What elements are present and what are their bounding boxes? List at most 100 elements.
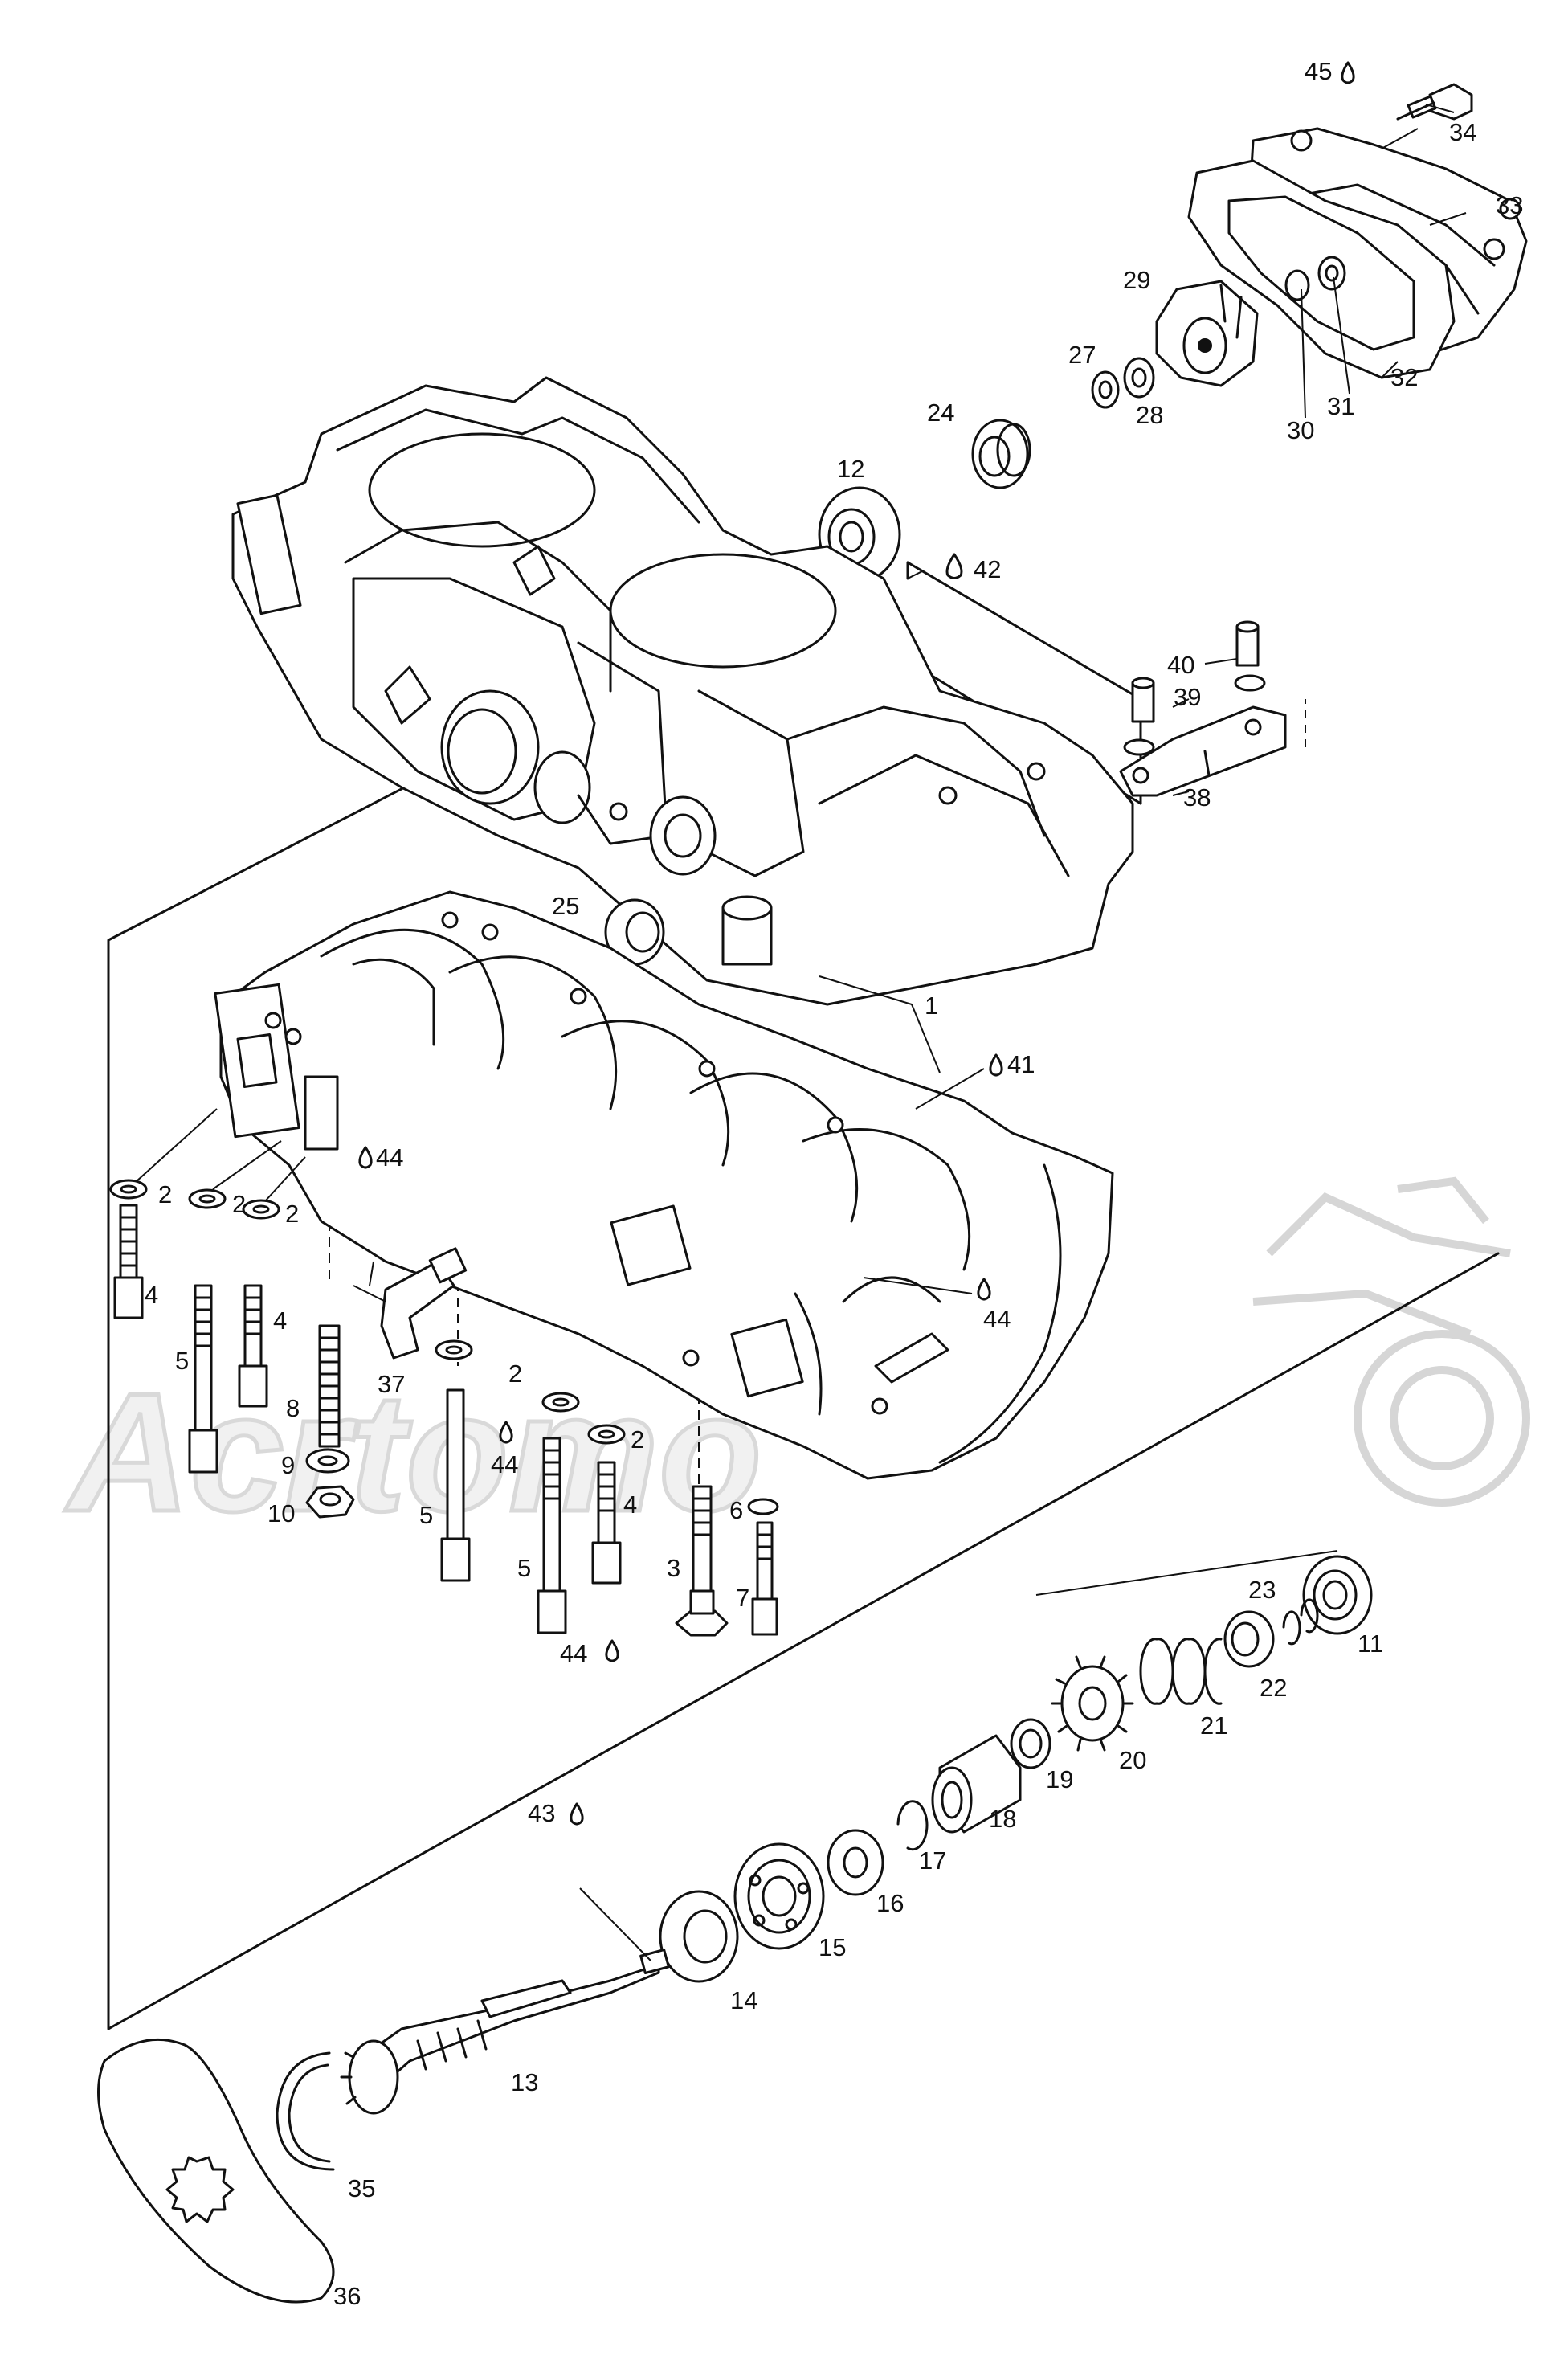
callout-7: 7 [736, 1584, 749, 1612]
callout-28: 28 [1136, 401, 1163, 429]
callout-5c: 5 [517, 1554, 531, 1582]
callout-5a: 5 [175, 1347, 189, 1375]
callout-2a: 2 [158, 1180, 172, 1208]
callout-27: 27 [1068, 341, 1096, 369]
bolt-3 [675, 1485, 729, 1637]
callout-5b: 5 [419, 1501, 433, 1529]
callout-22: 22 [1260, 1674, 1287, 1702]
callout-20: 20 [1119, 1746, 1146, 1774]
callout-2d: 2 [508, 1360, 522, 1388]
callout-8: 8 [286, 1394, 300, 1422]
callout-44a: 44 [376, 1143, 403, 1172]
stud-8 [318, 1324, 341, 1448]
callout-31: 31 [1327, 392, 1354, 420]
circlip-23 [1282, 1598, 1319, 1646]
callout-44d: 44 [560, 1639, 587, 1667]
oil-drop-icon [977, 1278, 991, 1301]
callout-14: 14 [730, 1986, 757, 2014]
bolt-34 [1396, 83, 1473, 121]
gear-20 [1051, 1655, 1134, 1752]
spacer-22 [1223, 1610, 1275, 1668]
bearing-15 [733, 1842, 825, 1950]
circlip-35 [276, 2051, 335, 2171]
spring-21 [1139, 1638, 1223, 1705]
callout-10: 10 [267, 1499, 295, 1527]
callout-35: 35 [348, 2174, 375, 2202]
callout-9: 9 [281, 1451, 295, 1479]
callout-33: 33 [1496, 191, 1523, 219]
oil-drop-icon [989, 1053, 1003, 1077]
callout-32: 32 [1390, 363, 1418, 391]
washer-30-31 [1284, 256, 1346, 301]
upper-crankcase [231, 376, 1134, 1006]
callout-30: 30 [1287, 416, 1314, 444]
callout-4b: 4 [273, 1307, 287, 1335]
shim-36 [97, 2038, 335, 2304]
bushing-18 [931, 1734, 1022, 1834]
bearing-11 [1302, 1555, 1373, 1635]
callout-16: 16 [876, 1889, 904, 1917]
callout-15: 15 [819, 1933, 846, 1961]
callout-29: 29 [1123, 266, 1150, 294]
bolts-4 [113, 1204, 622, 1585]
oil-drop-icon [605, 1639, 619, 1662]
shaft-13 [340, 1948, 670, 2115]
screws-40 [1131, 620, 1260, 723]
oil-drop-icon [945, 553, 963, 579]
callout-38: 38 [1183, 783, 1211, 812]
oil-drop-icon [1341, 61, 1355, 84]
washers-27-28 [1091, 357, 1155, 409]
callout-23: 23 [1248, 1576, 1276, 1604]
watermark-text: Acrtomo [64, 1358, 762, 1547]
callout-2c: 2 [285, 1200, 299, 1228]
washers-2 [109, 1179, 779, 1515]
callout-12: 12 [837, 455, 864, 483]
washer-16 [827, 1829, 884, 1896]
washer-9 [305, 1448, 350, 1474]
leader-lines [136, 104, 1467, 1961]
callout-34: 34 [1449, 118, 1476, 146]
oil-drop-icon [499, 1421, 513, 1444]
callout-24: 24 [927, 399, 954, 427]
callout-4a: 4 [145, 1281, 158, 1309]
callout-13: 13 [511, 2068, 538, 2096]
callout-2b: 2 [232, 1190, 246, 1218]
oil-drop-icon [358, 1146, 373, 1169]
washers-39 [1123, 674, 1266, 756]
callout-37: 37 [378, 1370, 405, 1398]
callout-41: 41 [1007, 1050, 1035, 1078]
bolts-5 [188, 1284, 567, 1634]
impeller-29 [1155, 280, 1259, 387]
callout-45: 45 [1305, 57, 1332, 85]
washer-19 [1010, 1718, 1051, 1769]
circlip-17 [896, 1800, 929, 1851]
oil-drop-icons [358, 61, 1355, 1826]
callout-1: 1 [925, 992, 938, 1020]
callout-40: 40 [1167, 651, 1194, 679]
callout-21: 21 [1200, 1711, 1227, 1740]
bracket-38 [1119, 705, 1287, 797]
callout-36: 36 [333, 2282, 361, 2310]
callout-44b: 44 [983, 1305, 1011, 1333]
callout-19: 19 [1046, 1765, 1073, 1793]
callout-42: 42 [974, 555, 1001, 583]
callout-6: 6 [729, 1496, 743, 1524]
elbow-fitting-37 [380, 1247, 468, 1360]
callout-43: 43 [528, 1799, 555, 1827]
nut-10 [305, 1485, 355, 1519]
callout-17: 17 [919, 1846, 946, 1875]
callout-11: 11 [1358, 1630, 1383, 1658]
callout-39: 39 [1174, 683, 1201, 711]
callout-3: 3 [667, 1554, 680, 1582]
bolt-7 [751, 1521, 778, 1636]
callout-18: 18 [989, 1805, 1016, 1833]
callout-4c: 4 [623, 1491, 637, 1519]
seal-14 [659, 1890, 739, 1983]
seal-24 [971, 419, 1031, 489]
lower-crankcase [214, 890, 1114, 1480]
callout-labels: 45 34 33 29 27 28 30 31 32 24 12 42 40 3… [145, 57, 1523, 2310]
callout-2e: 2 [631, 1425, 644, 1454]
callout-25: 25 [552, 892, 579, 920]
oil-drop-icon [570, 1802, 584, 1826]
